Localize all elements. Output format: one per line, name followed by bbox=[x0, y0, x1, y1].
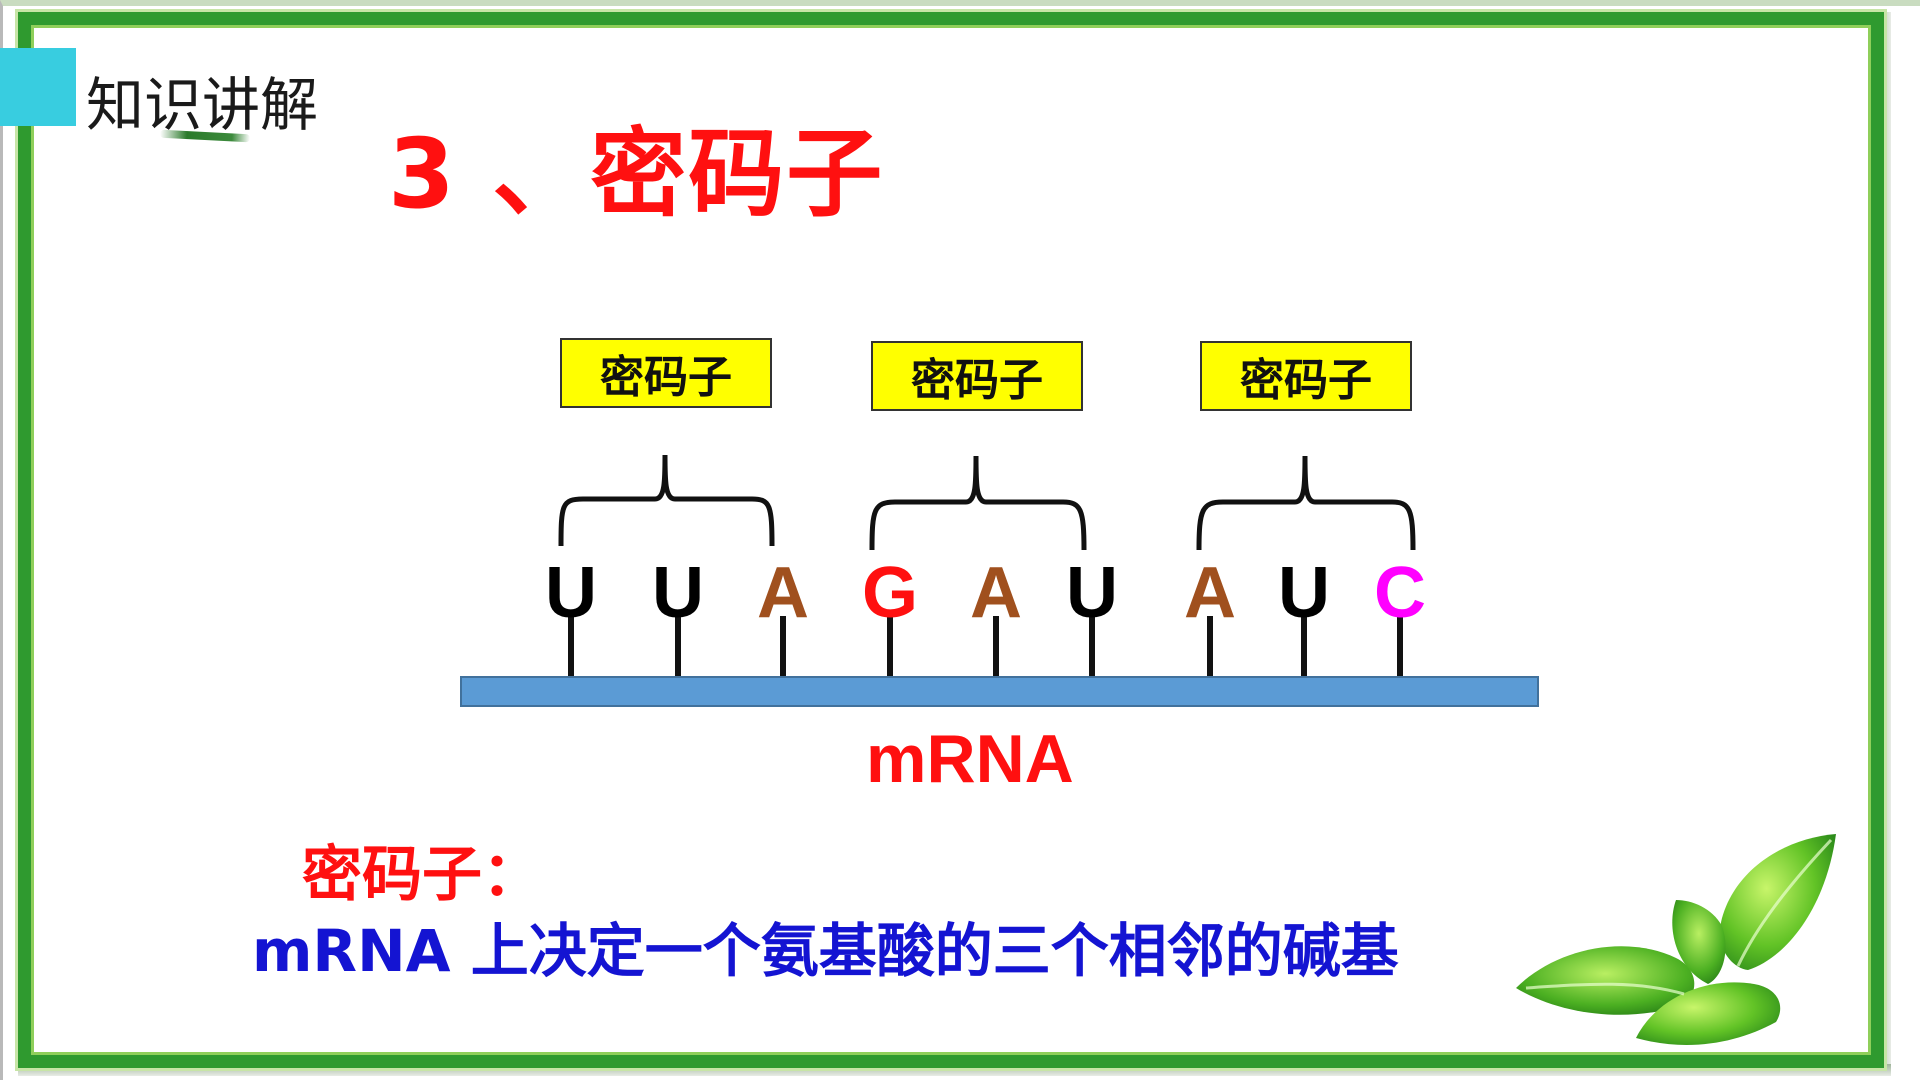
leaf-vein bbox=[1525, 838, 1833, 996]
codon-label-box-3: 密码子 bbox=[1200, 341, 1412, 411]
green-leaves-decoration bbox=[1516, 834, 1836, 1045]
base-letter-u: U bbox=[545, 553, 597, 633]
base-letter-u: U bbox=[652, 553, 704, 633]
base-letter-a: A bbox=[1184, 553, 1236, 633]
leaf-middle bbox=[1672, 900, 1726, 984]
slide-frame bbox=[18, 12, 1884, 1068]
mrna-strand bbox=[460, 676, 1539, 707]
base-letter-g: G bbox=[862, 553, 918, 633]
definition-text: mRNA 上决定一个氨基酸的三个相邻的碱基 bbox=[252, 917, 1399, 985]
section-tab-marker bbox=[0, 48, 76, 126]
base-letter-a: A bbox=[970, 553, 1022, 633]
leaf-bottom bbox=[1636, 982, 1781, 1045]
codon-label-text: 密码子 bbox=[600, 352, 732, 403]
base-letter-c: C bbox=[1374, 553, 1426, 633]
base-stems-group bbox=[568, 616, 1403, 678]
slide-title: 3 、密码子 bbox=[388, 118, 885, 230]
section-label: 知识讲解 bbox=[86, 71, 319, 139]
codon-label-text: 密码子 bbox=[1240, 355, 1372, 406]
definition-term: 密码子： bbox=[302, 840, 542, 910]
base-letter-u: U bbox=[1278, 553, 1330, 633]
base-letter-a: A bbox=[757, 553, 809, 633]
mrna-label: mRNA bbox=[866, 721, 1074, 797]
braces-group bbox=[558, 454, 1416, 551]
codon-label-box-2: 密码子 bbox=[871, 341, 1083, 411]
codon-brace-2 bbox=[869, 455, 1087, 551]
codon-brace-1 bbox=[558, 454, 775, 547]
base-letter-u: U bbox=[1066, 553, 1118, 633]
leaf-left bbox=[1516, 946, 1695, 1015]
codon-label-box-1: 密码子 bbox=[560, 338, 772, 408]
codon-brace-3 bbox=[1196, 455, 1416, 551]
codon-label-text: 密码子 bbox=[911, 355, 1043, 406]
